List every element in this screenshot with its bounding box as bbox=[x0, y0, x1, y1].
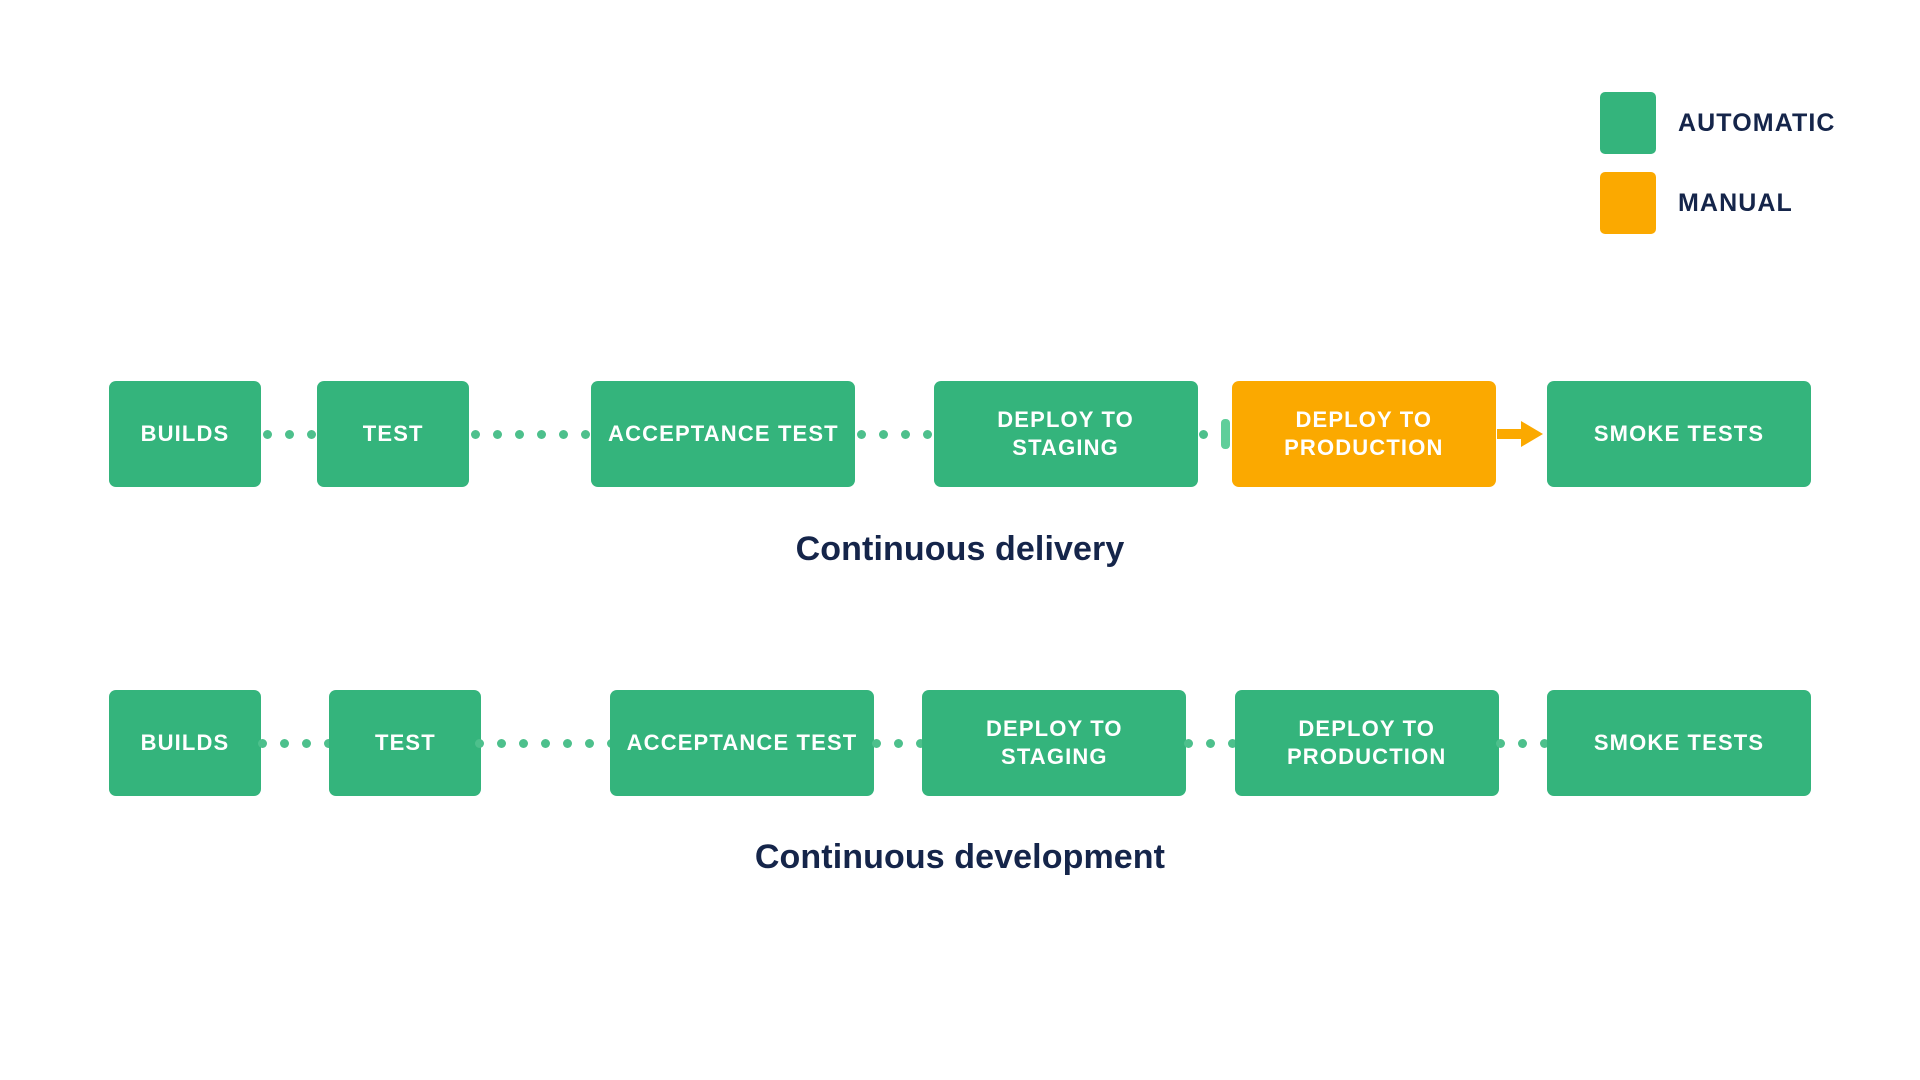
connector-arrow-to-smoke-tests bbox=[1496, 381, 1547, 487]
connector-dot-icon bbox=[306, 429, 316, 439]
legend-label-manual: MANUAL bbox=[1678, 188, 1793, 217]
connector-dot-icon bbox=[580, 429, 590, 439]
stage-acceptance-test[interactable]: ACCEPTANCE TEST bbox=[591, 381, 856, 487]
connector-dot-icon bbox=[563, 738, 573, 748]
stage-track: BUILDS TEST ACCEPTANCE TEST bbox=[109, 381, 1812, 487]
legend-item-automatic: AUTOMATIC bbox=[1600, 92, 1836, 154]
connector-deploy-production-to-smoke-tests bbox=[1496, 690, 1550, 796]
stage-track: BUILDS TEST ACCEPTANCE TEST bbox=[109, 690, 1812, 796]
right-arrow-icon bbox=[1497, 421, 1544, 447]
connector-dot-icon bbox=[857, 429, 866, 439]
connector-dot-icon bbox=[1540, 738, 1550, 748]
stage-deploy-to-production[interactable]: DEPLOY TO PRODUCTION bbox=[1231, 381, 1496, 487]
connector-manual-gate bbox=[1198, 381, 1232, 487]
legend: AUTOMATIC MANUAL bbox=[1600, 92, 1836, 234]
connector-builds-to-test bbox=[257, 690, 333, 796]
connector-dot-icon bbox=[262, 429, 272, 439]
stage-test[interactable]: TEST bbox=[317, 381, 470, 487]
connector-dot-icon bbox=[1228, 738, 1238, 748]
connector-dot-icon bbox=[1199, 429, 1209, 439]
stage-acceptance-test[interactable]: ACCEPTANCE TEST bbox=[610, 690, 874, 796]
connector-dot-icon bbox=[279, 738, 289, 748]
stage-test[interactable]: TEST bbox=[329, 690, 482, 796]
stage-deploy-to-production[interactable]: DEPLOY TO PRODUCTION bbox=[1234, 690, 1499, 796]
manual-gate-bar-icon bbox=[1221, 419, 1231, 449]
connector-dot-icon bbox=[492, 429, 502, 439]
connector-dot-icon bbox=[901, 429, 910, 439]
connector-dot-icon bbox=[514, 429, 524, 439]
connector-dot-icon bbox=[475, 738, 485, 748]
legend-label-automatic: AUTOMATIC bbox=[1678, 108, 1836, 137]
connector-dot-icon bbox=[1496, 738, 1506, 748]
connector-dot-icon bbox=[1206, 738, 1216, 748]
connector-dot-icon bbox=[301, 738, 311, 748]
connector-dot-icon bbox=[497, 738, 507, 748]
orange-square-swatch-icon bbox=[1600, 172, 1656, 234]
connector-dot-icon bbox=[923, 429, 932, 439]
connector-dot-icon bbox=[915, 738, 925, 748]
connector-acceptance-test-to-deploy-staging bbox=[855, 381, 933, 487]
connector-dot-icon bbox=[558, 429, 568, 439]
caption-continuous-development: Continuous development bbox=[754, 838, 1166, 876]
connector-dot-icon bbox=[541, 738, 551, 748]
pipeline-continuous-development: BUILDS TEST ACCEPTANCE TEST bbox=[0, 690, 1920, 796]
connector-dot-icon bbox=[323, 738, 333, 748]
connector-dot-icon bbox=[519, 738, 529, 748]
connector-dot-icon bbox=[585, 738, 595, 748]
connector-test-to-acceptance-test bbox=[469, 381, 591, 487]
legend-item-manual: MANUAL bbox=[1600, 172, 1836, 234]
green-square-swatch-icon bbox=[1600, 92, 1656, 154]
stage-builds[interactable]: BUILDS bbox=[109, 690, 261, 796]
stage-smoke-tests[interactable]: SMOKE TESTS bbox=[1547, 381, 1812, 487]
connector-builds-to-test bbox=[261, 381, 317, 487]
connector-dot-icon bbox=[893, 738, 903, 748]
connector-dot-icon bbox=[284, 429, 294, 439]
connector-test-to-acceptance-test bbox=[475, 690, 617, 796]
caption-continuous-delivery: Continuous delivery bbox=[795, 530, 1125, 568]
stage-deploy-to-staging[interactable]: DEPLOY TO STAGING bbox=[922, 690, 1187, 796]
connector-deploy-staging-to-deploy-production bbox=[1184, 690, 1238, 796]
stage-deploy-to-staging[interactable]: DEPLOY TO STAGING bbox=[933, 381, 1198, 487]
connector-dot-icon bbox=[536, 429, 546, 439]
connector-dot-icon bbox=[470, 429, 480, 439]
connector-dot-icon bbox=[257, 738, 267, 748]
connector-dot-icon bbox=[871, 738, 881, 748]
connector-acceptance-test-to-deploy-staging bbox=[871, 690, 925, 796]
pipeline-continuous-delivery: BUILDS TEST ACCEPTANCE TEST bbox=[0, 381, 1920, 487]
stage-smoke-tests[interactable]: SMOKE TESTS bbox=[1547, 690, 1812, 796]
connector-dot-icon bbox=[1184, 738, 1194, 748]
connector-dot-icon bbox=[879, 429, 888, 439]
stage-builds[interactable]: BUILDS bbox=[109, 381, 261, 487]
connector-dot-icon bbox=[1518, 738, 1528, 748]
